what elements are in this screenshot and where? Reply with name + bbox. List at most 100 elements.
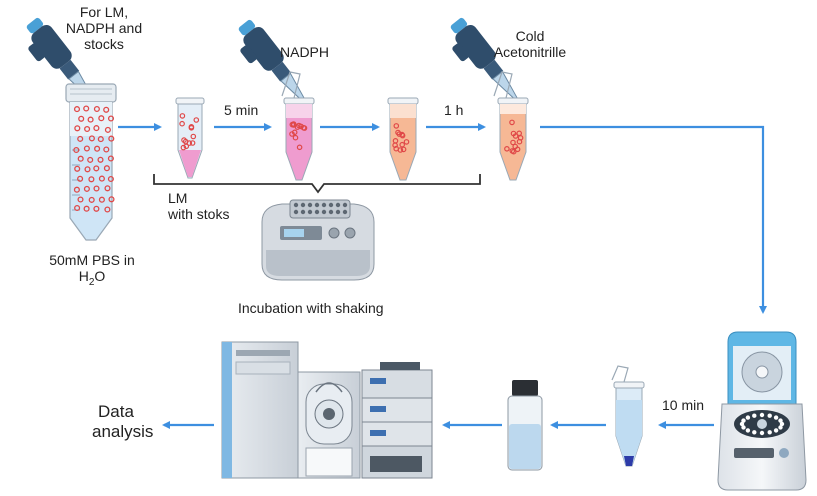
shaker-well — [293, 209, 299, 215]
cell-dot — [88, 176, 95, 183]
cell-dot — [509, 119, 515, 126]
eppendorf-tube-blue — [611, 365, 645, 467]
cell-dot — [399, 131, 405, 138]
pipette1-label-line2: NADPH and — [65, 20, 143, 36]
rotor-slot — [767, 430, 772, 435]
cell-dot — [504, 146, 510, 152]
rotor-slot — [773, 415, 779, 420]
pipette3-label-line1: Cold — [515, 28, 545, 44]
cell-dot — [188, 125, 195, 131]
cell-dot — [103, 146, 110, 153]
lm-label-line2: with stoks — [168, 206, 230, 222]
cell-dot — [77, 175, 84, 182]
rotor-slot — [741, 425, 746, 430]
lm-label-line1: LM — [168, 190, 188, 206]
cell-dot — [78, 115, 85, 122]
data-analysis-label: Data analysis — [92, 402, 153, 442]
cell-dot — [290, 121, 297, 127]
pipette1-label: For LM, NADPH and stocks — [50, 4, 158, 52]
pipette2-label: NADPH — [280, 44, 330, 60]
shaker-well — [342, 209, 348, 215]
cell-dot — [73, 106, 81, 113]
cell-dot — [103, 106, 110, 113]
cell-dot — [98, 115, 105, 122]
cell-dot — [400, 146, 407, 153]
shaker-well — [293, 202, 299, 208]
lm-label: LM with stoks — [168, 190, 229, 222]
cell-dot — [107, 115, 115, 122]
rotor-slot — [759, 430, 765, 436]
cell-dot — [77, 196, 84, 203]
cell-dot — [87, 116, 94, 123]
cell-dot — [193, 117, 200, 123]
cell-dot — [104, 185, 111, 192]
time-10min-label: 10 min — [662, 397, 705, 413]
cell-dot — [108, 135, 115, 142]
cell-dot — [510, 139, 516, 146]
falcon-tube-icon — [65, 83, 117, 241]
cell-dot — [512, 133, 519, 139]
shaker-well — [300, 209, 306, 215]
cell-dot — [180, 144, 187, 151]
pipette-icon-3 — [450, 17, 519, 102]
shaker-well — [342, 202, 348, 208]
cell-dot — [403, 139, 410, 145]
rotor-slot — [773, 428, 779, 433]
cell-dot — [98, 175, 105, 182]
shaker-well — [321, 202, 327, 208]
rotor-slot — [767, 413, 772, 418]
cell-dot — [399, 141, 406, 148]
rotor-slot — [778, 425, 783, 430]
time-1h-label: 1 h — [444, 102, 464, 118]
data-analysis-line1: Data — [98, 402, 134, 421]
shaker-well — [300, 202, 306, 208]
rotor-slot — [759, 412, 765, 418]
cell-dot — [88, 196, 95, 203]
rotor-slot — [778, 418, 783, 423]
cell-dot — [74, 165, 81, 172]
time-5min-label: 5 min — [224, 102, 259, 118]
pipette3-label-line2: Acetonitrille — [493, 44, 567, 60]
shaker-well — [335, 209, 341, 215]
cell-dot — [97, 136, 104, 143]
cell-dot — [77, 155, 84, 162]
cell-dot — [93, 105, 100, 113]
cell-dot — [296, 144, 303, 151]
shaker-well — [307, 202, 313, 208]
rotor-slot — [745, 415, 751, 420]
cell-dot — [84, 125, 91, 133]
cell-dot — [107, 175, 114, 183]
arrow-to-centrifuge — [540, 125, 767, 314]
cell-dot — [74, 125, 81, 132]
eppendorf-tube-2 — [281, 71, 315, 181]
cell-dot — [104, 206, 111, 213]
shaker-well — [328, 202, 334, 208]
cell-dot — [510, 148, 517, 155]
centrifuge-icon — [717, 331, 807, 491]
eppendorf-tube-1 — [175, 97, 205, 179]
data-analysis-line2: analysis — [92, 422, 154, 441]
pbs-label-line2: H2O — [42, 268, 142, 287]
heat-shaker-icon — [261, 199, 375, 281]
pipette1-label-line3: stocks — [84, 36, 124, 52]
pbs-label-line1: 50mM PBS in — [49, 252, 135, 268]
eppendorf-tube-4 — [493, 71, 529, 181]
lcms-instrument-icon — [221, 341, 433, 479]
eppendorf-tube-3 — [387, 97, 419, 181]
rotor-slot — [739, 421, 745, 427]
cell-dot — [104, 126, 111, 133]
shaker-well — [314, 202, 320, 208]
cell-dot — [517, 135, 524, 141]
rotor-slot — [745, 428, 751, 433]
cell-dot — [93, 205, 100, 212]
incubation-label: Incubation with shaking — [238, 300, 384, 316]
cell-dot — [103, 165, 110, 172]
vial-icon — [507, 380, 543, 471]
pipette1-label-line1: For LM, — [79, 4, 129, 20]
cell-dot — [93, 165, 100, 172]
rotor-slot — [752, 413, 757, 418]
pbs-label: 50mM PBS in H2O — [42, 252, 142, 287]
cell-dot — [87, 156, 94, 163]
